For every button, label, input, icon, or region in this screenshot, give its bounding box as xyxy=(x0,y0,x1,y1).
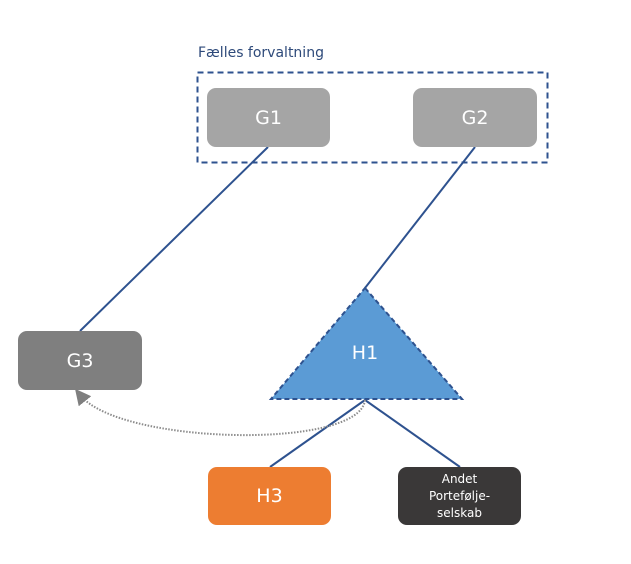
edge-g1-g3 xyxy=(79,146,269,332)
label-line-1: Andet xyxy=(441,471,478,486)
label-line-3: selskab xyxy=(437,505,482,520)
shared-management-label: Fælles forvaltning xyxy=(198,45,324,61)
node-h3-label: H3 xyxy=(256,485,283,507)
edge-g2-h1 xyxy=(364,146,476,289)
node-g2-label: G2 xyxy=(461,106,489,129)
node-h1-label: H1 xyxy=(351,342,379,364)
node-g2[interactable]: G2 xyxy=(413,88,537,147)
node-h3[interactable]: H3 xyxy=(208,467,331,525)
edge-h1-h3 xyxy=(269,399,366,468)
edge-h1-g3-dotted-arrow xyxy=(74,388,366,437)
node-g1[interactable]: G1 xyxy=(207,88,330,147)
edge-h1-andet xyxy=(364,399,461,468)
node-g3-label: G3 xyxy=(66,349,94,372)
node-g1-label: G1 xyxy=(255,106,282,129)
shared-management-group-border xyxy=(196,71,549,164)
node-other-portfolio-company-label: Andet Portefølje- selskab xyxy=(429,471,490,522)
label-line-2: Portefølje- xyxy=(428,488,491,503)
node-g3[interactable]: G3 xyxy=(18,331,142,390)
node-other-portfolio-company[interactable]: Andet Portefølje- selskab xyxy=(398,467,521,525)
h1-triangle[interactable] xyxy=(268,286,465,400)
